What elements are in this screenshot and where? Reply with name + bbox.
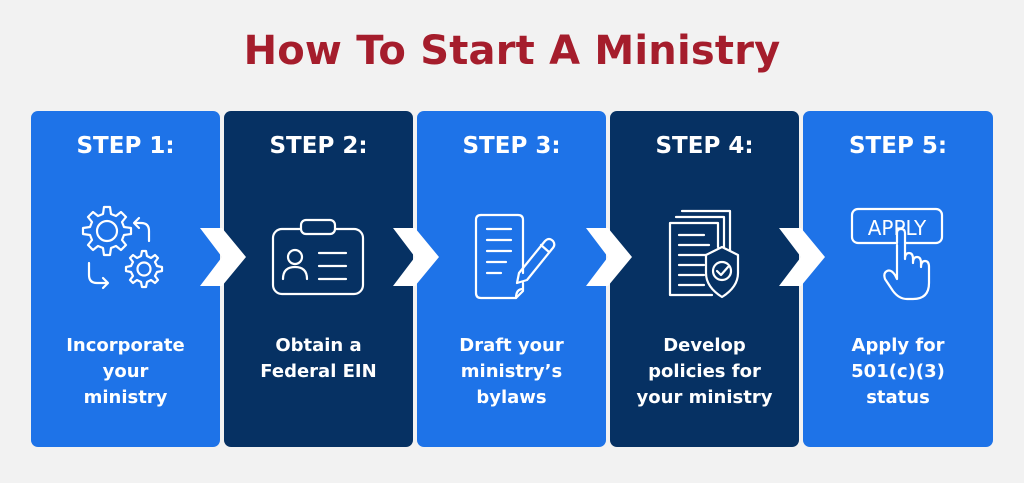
step-4-panel: STEP 4: Develop policies for your minist… — [610, 111, 799, 447]
chevron-right-icon — [586, 228, 632, 286]
step-label: STEP 5: — [848, 133, 948, 159]
document-pencil-icon — [474, 213, 556, 300]
chevron-right-icon — [200, 228, 246, 286]
step-label: STEP 2: — [269, 133, 368, 159]
step-description: Apply for 501(c)(3) status — [851, 335, 945, 408]
step-label: STEP 1: — [76, 133, 175, 159]
apply-button-click-icon: APPLY — [850, 207, 944, 301]
step-description: Develop policies for your ministry — [636, 335, 773, 408]
step-5-panel: STEP 5: APPLY Apply for 501(c)(3) status — [803, 111, 993, 447]
gears-cycle-icon — [81, 205, 164, 290]
step-1-panel: STEP 1: Incorporate your ministry — [31, 111, 220, 447]
step-description: Obtain a Federal EIN — [260, 335, 377, 382]
step-2-panel: STEP 2: Obtain a Federal EIN — [224, 111, 413, 447]
step-label: STEP 3: — [462, 133, 561, 159]
chevron-right-icon — [393, 228, 439, 286]
step-label: STEP 4: — [655, 133, 754, 159]
step-description: Draft your ministry’s bylaws — [459, 335, 564, 408]
step-3-panel: STEP 3: Draft your ministry’s bylaws — [417, 111, 606, 447]
documents-shield-icon — [668, 209, 740, 299]
id-badge-icon — [271, 218, 365, 296]
page-title: How To Start A Ministry — [243, 28, 781, 74]
step-description: Incorporate your ministry — [66, 335, 185, 408]
chevron-right-icon — [779, 228, 825, 286]
